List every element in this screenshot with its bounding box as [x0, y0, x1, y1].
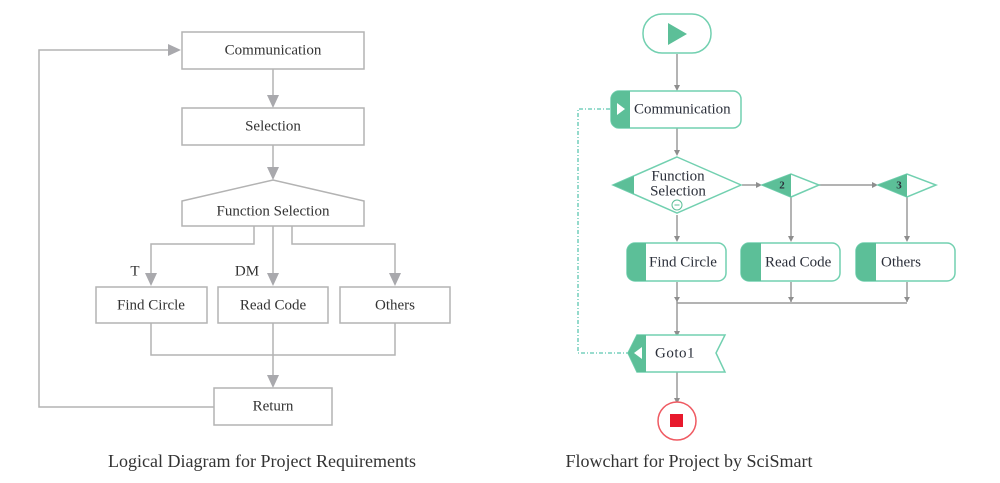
- node-read-code[interactable]: Read Code: [740, 242, 841, 282]
- node-communication: Communication: [181, 31, 365, 70]
- node-find-circle: Find Circle: [95, 286, 208, 324]
- node-communication[interactable]: Communication: [610, 90, 742, 129]
- arrow-icon: [168, 44, 181, 56]
- arrow-icon: [674, 85, 680, 91]
- back-arrow-icon: [634, 347, 642, 359]
- node-label-line1: Function: [651, 168, 705, 184]
- node-label: Return: [253, 398, 294, 414]
- node-label: Read Code: [765, 254, 832, 270]
- arrow-icon: [674, 331, 680, 337]
- node-others: Others: [339, 286, 451, 324]
- right-caption: Flowchart for Project by SciSmart: [566, 451, 813, 471]
- branch-label-dm: DM: [235, 263, 259, 279]
- branch-label-t: T: [130, 263, 139, 279]
- node-others[interactable]: Others: [855, 242, 956, 282]
- arrow-icon: [267, 167, 279, 180]
- arrow-icon: [389, 273, 401, 286]
- arrow-icon: [674, 398, 680, 404]
- node-label: Find Circle: [117, 297, 185, 313]
- node-find-circle[interactable]: Find Circle: [626, 242, 727, 282]
- node-return: Return: [213, 387, 333, 426]
- arrow-icon: [788, 236, 794, 242]
- stop-node[interactable]: [657, 401, 697, 441]
- node-label: Others: [881, 254, 921, 270]
- node-case-3[interactable]: 3: [875, 173, 939, 198]
- node-label: Others: [375, 297, 415, 313]
- arrow-icon: [267, 273, 279, 286]
- arrow-icon: [267, 95, 279, 108]
- loop-back-connector: [38, 49, 214, 408]
- arrow-icon: [904, 297, 910, 302]
- left-caption: Logical Diagram for Project Requirements: [108, 451, 416, 471]
- node-label: Read Code: [240, 297, 307, 313]
- arrow-icon: [756, 182, 762, 188]
- node-label-line2: Selection: [650, 183, 706, 199]
- arrow-icon: [904, 236, 910, 242]
- arrow-icon: [267, 375, 279, 388]
- arrow-icon: [145, 273, 157, 286]
- start-node[interactable]: [642, 13, 712, 54]
- node-function-selection[interactable]: Function Selection: [611, 156, 743, 214]
- node-read-code: Read Code: [217, 286, 329, 324]
- node-goto[interactable]: Goto1: [627, 334, 727, 373]
- case-number: 2: [779, 180, 785, 192]
- connector-find-circle: [150, 226, 255, 276]
- node-label: Function Selection: [217, 203, 330, 219]
- node-label: Communication: [634, 101, 731, 117]
- goto-link-connector: [577, 108, 628, 354]
- node-case-2[interactable]: 2: [759, 173, 821, 198]
- scismart-flowchart: Communication Function Selection 2 3: [566, 13, 956, 471]
- logical-diagram: Communication Selection Function Selecti…: [38, 31, 451, 471]
- arrow-icon: [674, 297, 680, 302]
- play-icon: [668, 23, 687, 45]
- arrow-icon: [872, 182, 878, 188]
- node-label: Find Circle: [649, 254, 717, 270]
- node-function-selection: Function Selection: [181, 179, 365, 227]
- connector-others: [291, 226, 396, 276]
- node-selection: Selection: [181, 107, 365, 146]
- case-number: 3: [896, 180, 902, 192]
- node-label: Selection: [245, 118, 301, 134]
- stop-icon: [670, 414, 683, 427]
- node-label: Goto1: [655, 345, 695, 361]
- play-icon: [617, 103, 625, 115]
- node-label: Communication: [225, 42, 322, 58]
- arrow-icon: [788, 297, 794, 302]
- arrow-icon: [674, 236, 680, 242]
- arrow-icon: [674, 150, 680, 156]
